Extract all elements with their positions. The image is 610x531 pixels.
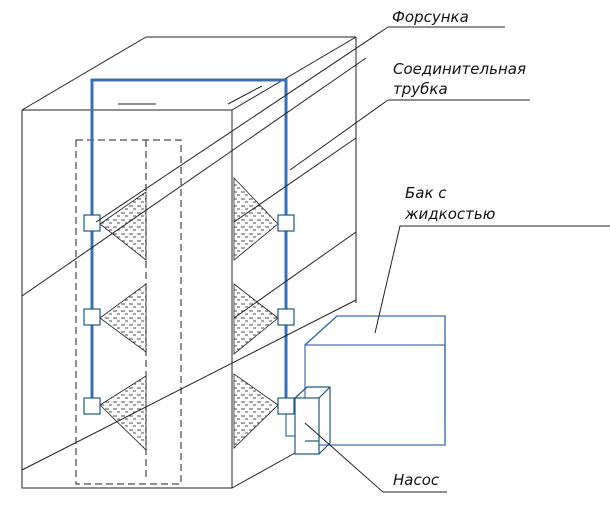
label-tank-2: жидкостью bbox=[404, 205, 495, 223]
spray-cone-left-2 bbox=[99, 283, 147, 353]
spray-cone-right-2 bbox=[233, 283, 279, 355]
nozzle-right-1 bbox=[277, 214, 295, 232]
label-tank-1: Бак с bbox=[405, 184, 447, 202]
spray-cone-left-3 bbox=[99, 375, 147, 451]
label-connecting-tube-1: Соединительная bbox=[393, 60, 526, 78]
leader-lines bbox=[21, 26, 610, 493]
spray-cone-right-1 bbox=[233, 177, 279, 261]
liquid-tank bbox=[304, 315, 446, 446]
nozzle-left-3 bbox=[83, 397, 101, 415]
nozzle-right-3 bbox=[277, 397, 295, 415]
label-pump: Насос bbox=[393, 471, 440, 489]
nozzle-left-1 bbox=[83, 214, 101, 232]
nozzle-left-2 bbox=[83, 308, 101, 326]
spray-cones bbox=[99, 177, 279, 451]
spray-cone-right-3 bbox=[233, 373, 279, 449]
label-nozzle: Форсунка bbox=[392, 8, 469, 26]
nozzle-right-2 bbox=[277, 308, 295, 326]
tower-body bbox=[21, 36, 357, 489]
nozzles bbox=[83, 214, 295, 415]
labels: Форсунка Соединительная трубка Бак с жид… bbox=[392, 8, 526, 489]
pump bbox=[294, 386, 331, 455]
label-connecting-tube-2: трубка bbox=[393, 80, 448, 98]
connecting-tube bbox=[90, 78, 302, 437]
